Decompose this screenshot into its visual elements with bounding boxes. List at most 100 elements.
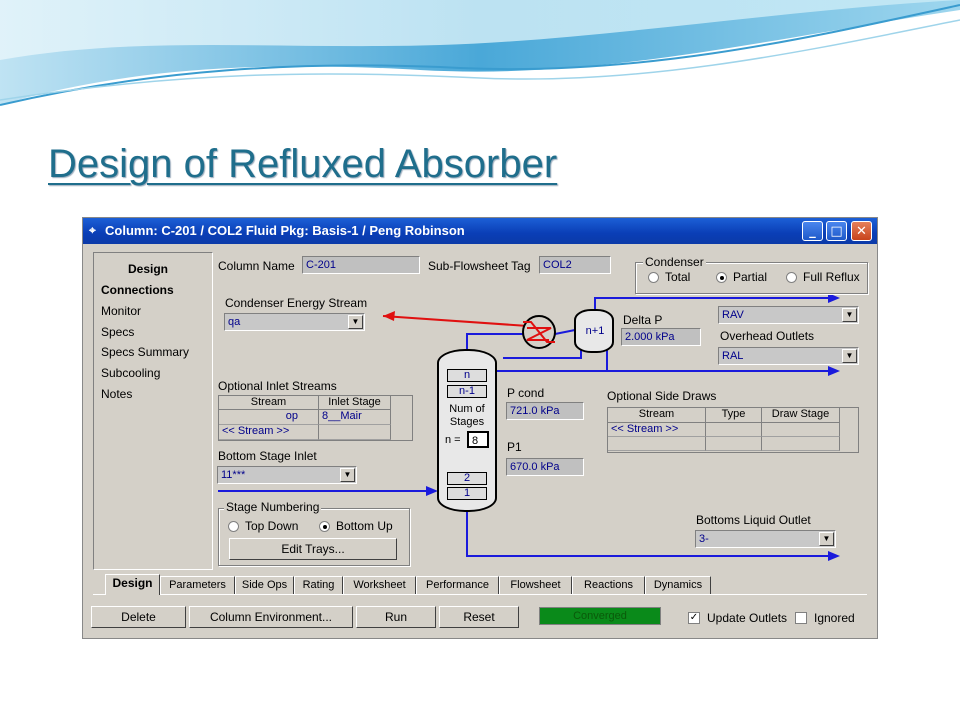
side-draw-add-stage[interactable]: [762, 423, 840, 437]
nav-item-specs[interactable]: Specs: [101, 325, 135, 339]
nav-item-connections[interactable]: Connections: [101, 283, 174, 297]
inlet-row-stream[interactable]: op: [219, 410, 319, 425]
bottoms-outlet-line: [466, 512, 828, 557]
tab-flowsheet[interactable]: Flowsheet: [499, 576, 572, 594]
p-cond-input[interactable]: 721.0 kPa: [506, 402, 584, 420]
inlet-add-stream[interactable]: << Stream >>: [219, 425, 319, 440]
nav-item-monitor[interactable]: Monitor: [101, 304, 142, 318]
tab-rating[interactable]: Rating: [294, 576, 343, 594]
bottom-inlet-arrow: [426, 486, 438, 496]
chevron-down-icon[interactable]: ▼: [842, 308, 857, 322]
delta-p-input[interactable]: 2.000 kPa: [621, 328, 701, 346]
window-titlebar[interactable]: ⌖ Column: C-201 / COL2 Fluid Pkg: Basis-…: [83, 218, 877, 244]
top-down-radio[interactable]: [228, 521, 239, 532]
bottom-stage-inlet-value: 11***: [221, 469, 246, 481]
condenser-full-reflux-label: Full Reflux: [803, 270, 860, 284]
column-window: ⌖ Column: C-201 / COL2 Fluid Pkg: Basis-…: [83, 218, 877, 638]
chevron-down-icon[interactable]: ▼: [348, 315, 363, 329]
edit-trays-button[interactable]: Edit Trays...: [229, 538, 397, 560]
tab-design[interactable]: Design: [105, 574, 160, 595]
status-indicator: Converged: [539, 607, 661, 625]
tab-strip-border: [93, 594, 867, 595]
tab-worksheet[interactable]: Worksheet: [343, 576, 416, 594]
nav-item-subcooling[interactable]: Subcooling: [101, 366, 161, 380]
ignored-checkbox[interactable]: [795, 612, 807, 624]
side-draw-empty[interactable]: [608, 437, 706, 451]
chevron-down-icon[interactable]: ▼: [842, 349, 857, 363]
condenser-full-reflux-radio[interactable]: [786, 272, 797, 283]
side-draw-header-stage: Draw Stage: [762, 408, 840, 423]
liquid-outlet-select[interactable]: RAL ▼: [718, 347, 859, 365]
reset-button[interactable]: Reset: [439, 606, 519, 628]
condenser-group-label: Condenser: [643, 255, 706, 269]
condenser-zigzag: [526, 327, 552, 341]
tab-parameters[interactable]: Parameters: [160, 576, 235, 594]
chevron-down-icon[interactable]: ▼: [340, 468, 355, 482]
tab-performance[interactable]: Performance: [416, 576, 499, 594]
vapour-outlet-arrow: [828, 293, 840, 303]
nav-header: Design: [128, 262, 169, 276]
bottoms-liquid-select[interactable]: 3- ▼: [695, 530, 836, 548]
bottom-stage-inlet-label: Bottom Stage Inlet: [218, 449, 317, 463]
window-title: Column: C-201 / COL2 Fluid Pkg: Basis-1 …: [105, 223, 465, 238]
stage-2: 2: [447, 472, 487, 485]
maximize-button[interactable]: □: [826, 221, 847, 241]
condenser-drum-line: [554, 329, 576, 335]
stage-numbering-label: Stage Numbering: [224, 500, 322, 514]
condenser-group: [635, 262, 868, 294]
inlet-streams-table: Stream Inlet Stage op 8__Mair << Stream …: [218, 395, 413, 441]
delete-button[interactable]: Delete: [91, 606, 186, 628]
optional-inlet-label: Optional Inlet Streams: [218, 379, 337, 393]
condenser-total-radio[interactable]: [648, 272, 659, 283]
num-stages-input[interactable]: 8: [467, 431, 489, 448]
overhead-vapour-line: [466, 333, 523, 349]
side-draws-label: Optional Side Draws: [607, 389, 717, 403]
nav-item-specs-summary[interactable]: Specs Summary: [101, 345, 190, 359]
inlet-add-stage[interactable]: [319, 425, 391, 440]
app-icon: ⌖: [89, 223, 96, 237]
inlet-header-stream: Stream: [219, 396, 319, 410]
side-draw-empty[interactable]: [706, 437, 762, 451]
p1-label: P1: [507, 440, 522, 454]
top-down-label: Top Down: [245, 519, 299, 533]
column-environment-button[interactable]: Column Environment...: [189, 606, 353, 628]
reflux-line: [503, 349, 582, 359]
vapour-outlet-select[interactable]: RAV ▼: [718, 306, 859, 324]
bottom-stage-inlet-select[interactable]: 11*** ▼: [217, 466, 357, 484]
bottoms-liquid-label: Bottoms Liquid Outlet: [696, 513, 811, 527]
delta-p-label: Delta P: [623, 313, 663, 327]
inlet-row-stage[interactable]: 8__Mair: [319, 410, 391, 425]
column-name-input[interactable]: C-201: [302, 256, 420, 274]
condenser-stage-label: n+1: [585, 325, 605, 337]
subflowsheet-label: Sub-Flowsheet Tag: [428, 259, 531, 273]
liquid-outlet-arrow: [828, 366, 840, 376]
bottom-up-label: Bottom Up: [336, 519, 393, 533]
condenser-energy-select[interactable]: qa ▼: [224, 313, 365, 331]
nav-item-notes[interactable]: Notes: [101, 387, 133, 401]
run-button[interactable]: Run: [356, 606, 436, 628]
ignored-label: Ignored: [814, 611, 855, 625]
side-draw-empty[interactable]: [762, 437, 840, 451]
bottom-up-radio[interactable]: [319, 521, 330, 532]
minimize-button[interactable]: _: [802, 221, 823, 241]
tab-dynamics[interactable]: Dynamics: [645, 576, 711, 594]
p-cond-label: P cond: [507, 386, 545, 400]
condenser-partial-radio[interactable]: [716, 272, 727, 283]
tab-side-ops[interactable]: Side Ops: [235, 576, 294, 594]
bottoms-liquid-value: 3-: [699, 533, 709, 545]
condenser-partial-label: Partial: [733, 270, 768, 284]
tab-reactions[interactable]: Reactions: [572, 576, 645, 594]
vapour-outlet-line: [594, 297, 828, 310]
side-draw-add-stream[interactable]: << Stream >>: [608, 423, 706, 437]
side-draws-table: Stream Type Draw Stage << Stream >>: [607, 407, 859, 453]
side-draw-add-type[interactable]: [706, 423, 762, 437]
update-outlets-checkbox[interactable]: ✓: [688, 612, 700, 624]
close-button[interactable]: ✕: [851, 221, 872, 241]
condenser-energy-value: qa: [228, 316, 241, 328]
p1-input[interactable]: 670.0 kPa: [506, 458, 584, 476]
chevron-down-icon[interactable]: ▼: [819, 532, 834, 546]
column-name-label: Column Name: [218, 259, 295, 273]
liquid-outlet-value: RAL: [722, 350, 744, 362]
subflowsheet-tag-input[interactable]: COL2: [539, 256, 611, 274]
